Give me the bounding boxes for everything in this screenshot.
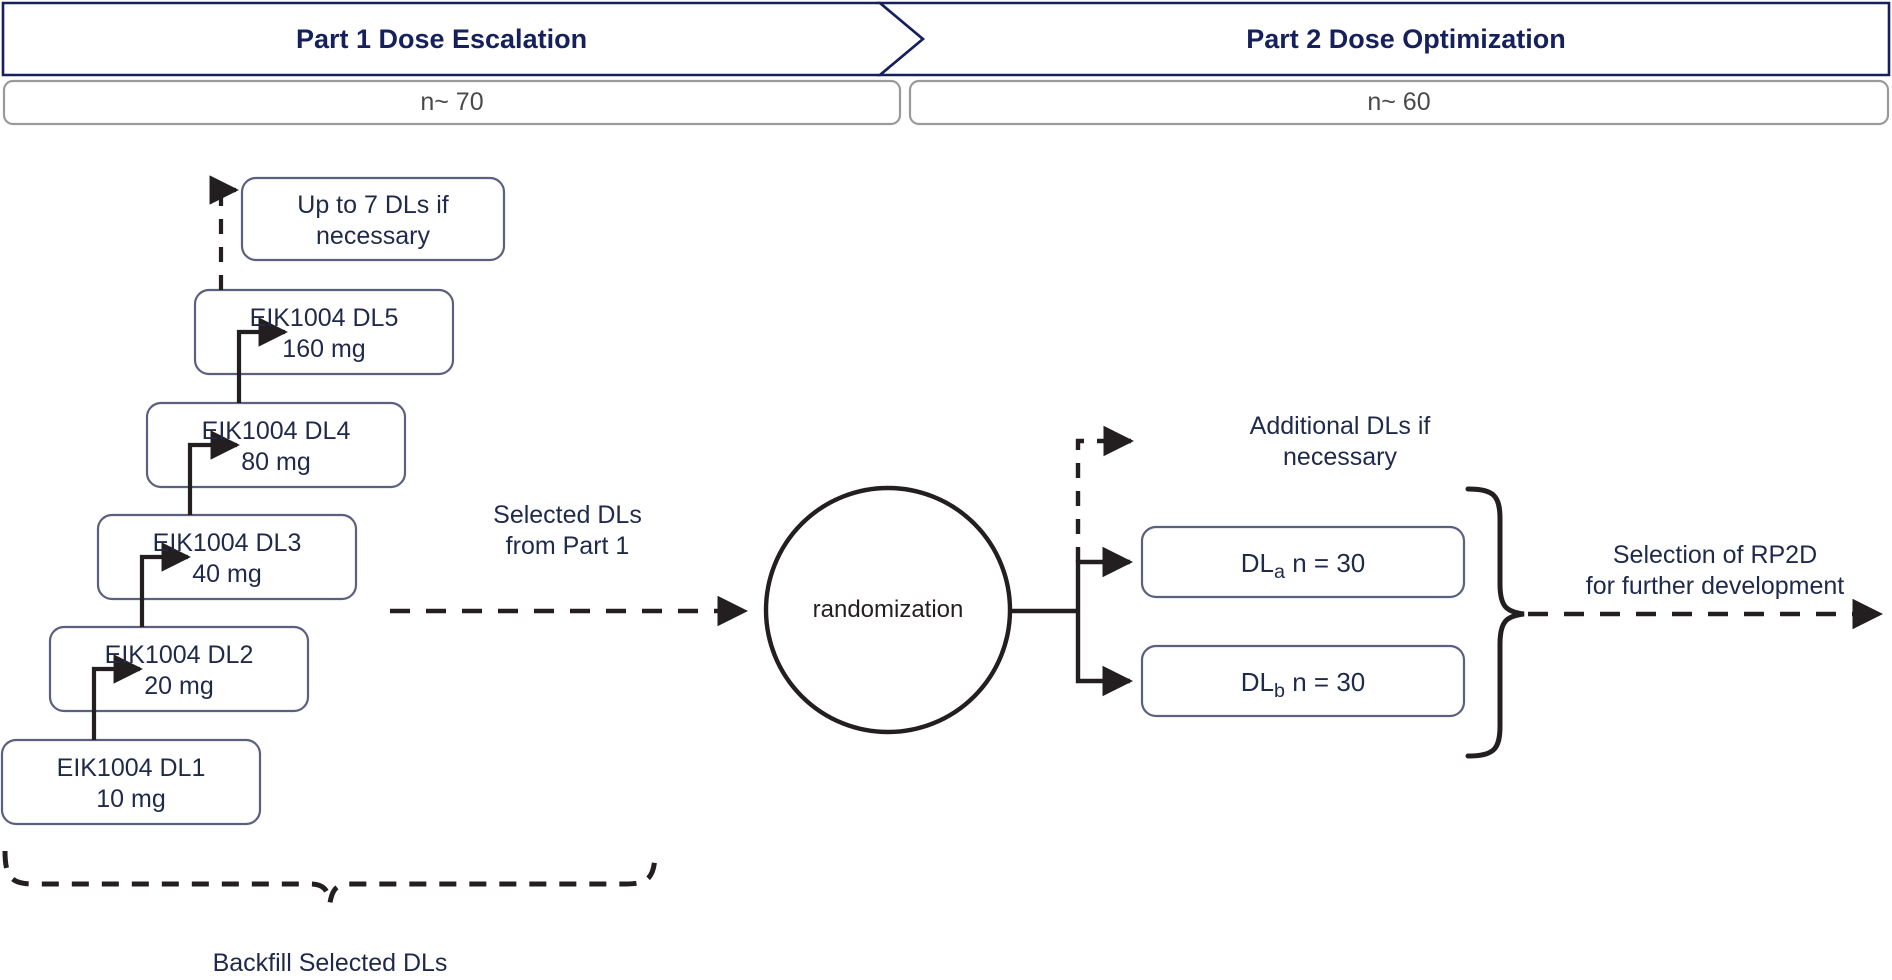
randomization-split-connectors	[1010, 546, 1134, 697]
dose-level-box-dl2	[48, 625, 310, 713]
arms-grouping-brace	[1465, 486, 1525, 759]
arm-box-dla	[1140, 525, 1466, 599]
dose-level-box-dl3	[96, 513, 358, 601]
banner-title-part2: Part 2 Dose Optimization	[1246, 24, 1566, 54]
escalation-connectors	[91, 317, 288, 740]
dose-level-box-dl1	[0, 738, 262, 826]
up-to-7-dls-dashed-connector	[209, 175, 239, 290]
dose-level-box-dl4	[145, 401, 407, 489]
header-banner-part2	[876, 1, 1891, 77]
arm-box-dlb	[1140, 644, 1466, 718]
sample-size-label-part1: n~ 70	[420, 88, 484, 116]
backfill-brace	[2, 850, 658, 904]
sample-size-label-part2: n~ 60	[1367, 88, 1431, 116]
randomization-label: randomization	[812, 596, 964, 623]
sample-size-bar-part2	[908, 79, 1890, 126]
dose-level-box-dl5	[193, 288, 455, 376]
banner-title-part1: Part 1 Dose Escalation	[295, 24, 588, 54]
additional-dls-dashed-connector	[1075, 425, 1135, 562]
sample-size-bar-part1	[2, 79, 902, 126]
note-box-up-to-7-dls	[240, 176, 506, 262]
